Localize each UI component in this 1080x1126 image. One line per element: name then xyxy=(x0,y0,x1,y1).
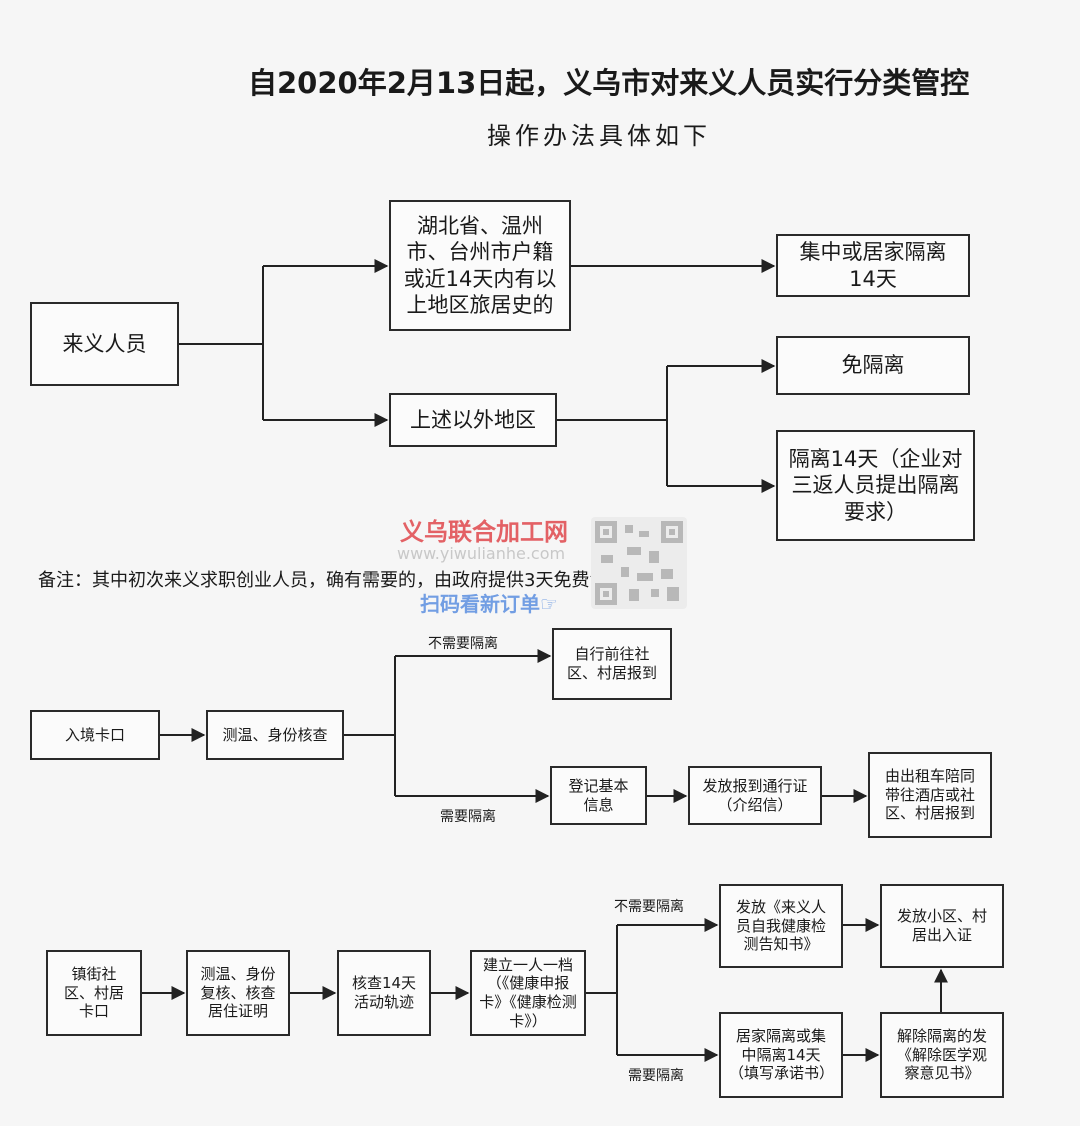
label-need-quarantine-2: 需要隔离 xyxy=(628,1068,684,1084)
node-taxi-escort: 由出租车陪同带往酒店或社区、村居报到 xyxy=(868,752,992,838)
node-recheck-label: 测温、身份复核、核查居住证明 xyxy=(200,964,276,1021)
node-go-community-label: 自行前往社区、村居报到 xyxy=(566,645,657,682)
node-exempt: 免隔离 xyxy=(776,336,970,395)
node-hubei: 湖北省、温州市、台州市户籍或近14天内有以上地区旅居史的 xyxy=(389,200,571,331)
page-subtitle: 操作办法具体如下 xyxy=(487,122,711,150)
node-archive: 建立一人一档（《健康申报卡》《健康检测卡》） xyxy=(470,950,586,1036)
watermark-scan: 扫码看新订单☞ xyxy=(420,592,558,616)
watermark-url: www.yiwulianhe.com xyxy=(397,544,566,563)
connector-source-split xyxy=(178,266,264,420)
node-issue-pass-label: 发放报到通行证（介绍信） xyxy=(702,776,808,814)
node-source: 来义人员 xyxy=(30,302,179,386)
node-entry-checkpoint: 入境卡口 xyxy=(30,710,160,760)
node-self-report-notice-label: 发放《来义人员自我健康检测告知书》 xyxy=(735,897,826,954)
node-temp-id-check: 测温、身份核查 xyxy=(206,710,344,760)
node-other-regions-label: 上述以外地区 xyxy=(410,407,536,432)
page-title: 自2020年2月13日起，义乌市对来义人员实行分类管控 xyxy=(248,66,970,100)
watermark-site-name: 义乌联合加工网 xyxy=(400,518,568,546)
label-need-quarantine: 需要隔离 xyxy=(440,809,496,825)
node-track-check: 核查14天活动轨迹 xyxy=(337,950,431,1036)
node-entry-checkpoint-label: 入境卡口 xyxy=(64,725,125,744)
node-archive-label: 建立一人一档（《健康申报卡》《健康检测卡》） xyxy=(479,955,577,1030)
node-pass-card: 发放小区、村居出入证 xyxy=(880,884,1004,968)
node-pass-card-label: 发放小区、村居出入证 xyxy=(896,907,987,944)
node-register-info-label: 登记基本信息 xyxy=(568,776,629,814)
node-quarantine-14: 集中或居家隔离14天 xyxy=(776,234,970,297)
node-register-info: 登记基本信息 xyxy=(550,766,647,825)
node-issue-pass: 发放报到通行证（介绍信） xyxy=(688,766,822,825)
connector-archive-split xyxy=(586,925,618,1055)
node-isolate: 隔离14天（企业对三返人员提出隔离要求） xyxy=(776,430,975,541)
node-exempt-label: 免隔离 xyxy=(841,353,905,378)
node-temp-id-check-label: 测温、身份核查 xyxy=(222,725,328,744)
node-other-regions: 上述以外地区 xyxy=(389,393,557,447)
node-town-checkpoint: 镇街社区、村居卡口 xyxy=(46,950,142,1036)
node-release-isolation-label: 解除隔离的发《解除医学观察意见书》 xyxy=(896,1026,987,1083)
connector-other-split xyxy=(556,366,668,486)
label-no-need-quarantine: 不需要隔离 xyxy=(428,636,498,652)
node-hubei-label: 湖北省、温州市、台州市户籍或近14天内有以上地区旅居史的 xyxy=(403,214,557,317)
qr-code xyxy=(591,517,687,609)
node-source-label: 来义人员 xyxy=(62,331,147,356)
node-quarantine-14-label: 集中或居家隔离14天 xyxy=(799,240,947,291)
node-taxi-escort-label: 由出租车陪同带往酒店或社区、村居报到 xyxy=(884,766,975,823)
node-home-isolation-label: 居家隔离或集中隔离14天（填写承诺书） xyxy=(729,1026,835,1083)
node-town-checkpoint-label: 镇街社区、村居卡口 xyxy=(63,964,124,1021)
node-home-isolation: 居家隔离或集中隔离14天（填写承诺书） xyxy=(719,1012,843,1098)
node-recheck: 测温、身份复核、核查居住证明 xyxy=(186,950,290,1036)
connector-check-split xyxy=(344,656,396,796)
node-track-check-label: 核查14天活动轨迹 xyxy=(351,974,417,1011)
node-self-report-notice: 发放《来义人员自我健康检测告知书》 xyxy=(719,884,843,968)
label-no-need-quarantine-2: 不需要隔离 xyxy=(614,899,684,915)
node-go-community: 自行前往社区、村居报到 xyxy=(552,628,672,700)
footnote: 备注：其中初次来义求职创业人员，确有需要的，由政府提供3天免费食宿。 xyxy=(38,570,644,591)
node-release-isolation: 解除隔离的发《解除医学观察意见书》 xyxy=(880,1012,1004,1098)
node-isolate-label: 隔离14天（企业对三返人员提出隔离要求） xyxy=(788,447,963,524)
